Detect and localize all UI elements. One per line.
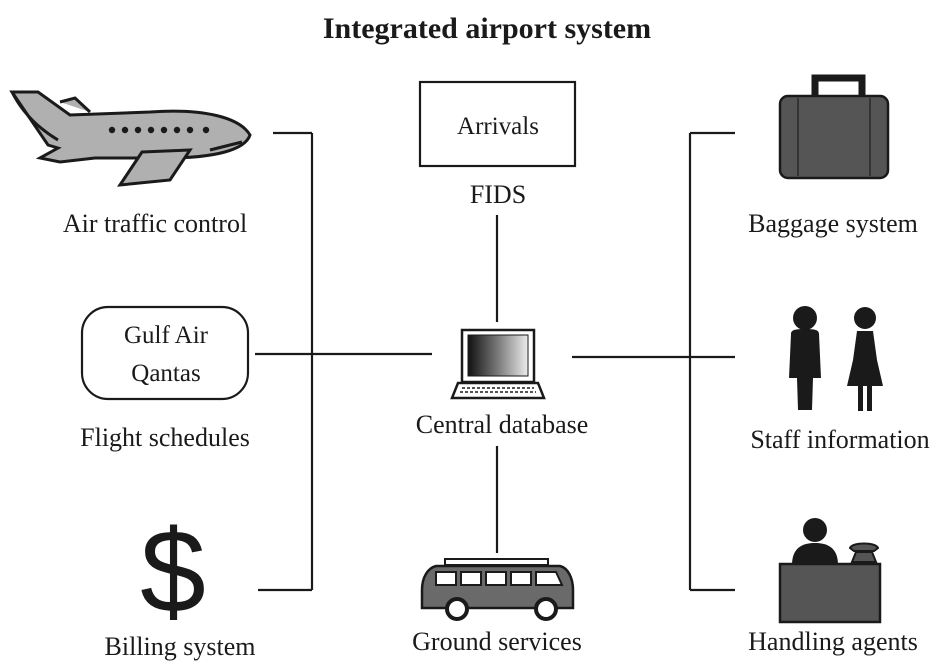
flight-schedules-line-1: Gulf Air: [124, 322, 209, 349]
airplane-icon: [9, 90, 252, 187]
fids-label: FIDS: [470, 180, 526, 209]
desk-agent-icon: [778, 518, 882, 624]
connector-lines: [255, 131, 735, 592]
air-traffic-control-label: Air traffic control: [63, 209, 247, 238]
bus-icon: [420, 558, 575, 621]
dollar-sign-icon: $: [140, 506, 206, 638]
handling-agents-label: Handling agents: [748, 627, 918, 656]
laptop-icon: [450, 328, 546, 400]
staff-people-icon: [789, 306, 883, 411]
ground-services-label: Ground services: [412, 627, 582, 656]
central-database-label: Central database: [416, 410, 589, 439]
suitcase-icon: [778, 74, 890, 180]
flight-schedules-line-2: Qantas: [131, 360, 200, 387]
staff-information-label: Staff information: [750, 425, 929, 454]
diagram-title: Integrated airport system: [323, 12, 651, 45]
fids-box-text: Arrivals: [457, 113, 539, 140]
fids-display-box: [418, 80, 577, 168]
baggage-system-label: Baggage system: [748, 209, 918, 238]
flight-schedules-label: Flight schedules: [80, 423, 250, 452]
flight-schedules-box: [80, 305, 250, 401]
billing-system-label: Billing system: [105, 632, 256, 661]
